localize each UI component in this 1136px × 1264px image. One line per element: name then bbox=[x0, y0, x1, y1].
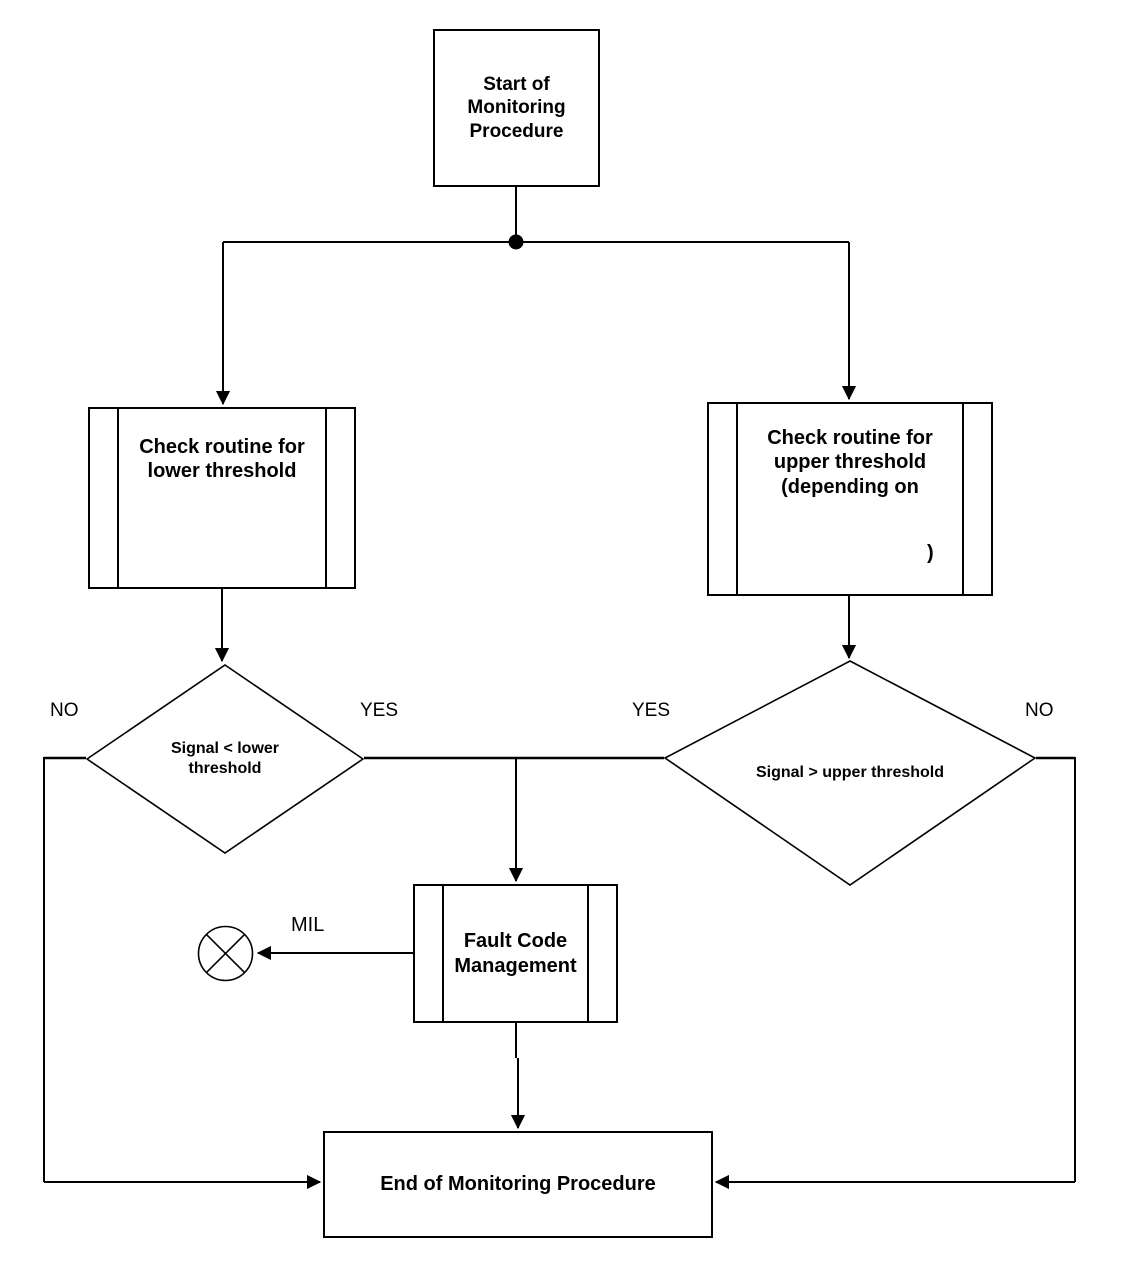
edge-label-mil: MIL bbox=[291, 914, 325, 936]
predefined-rail-right bbox=[587, 886, 589, 1021]
node-check-routine-lower-threshold: Check routine for lower threshold bbox=[88, 407, 356, 589]
predefined-rail-left bbox=[117, 409, 119, 587]
predefined-rail-left bbox=[736, 404, 738, 594]
junction-dot bbox=[508, 234, 524, 250]
decision-signal-below-lower-threshold: Signal < lower threshold bbox=[86, 664, 364, 854]
predefined-rail-right bbox=[962, 404, 964, 594]
edge-label-no-right: NO bbox=[1025, 700, 1054, 721]
decision-upper-label: Signal > upper threshold bbox=[755, 764, 945, 781]
diamond-outline bbox=[664, 660, 1036, 886]
node-check-upper-tail: ) bbox=[927, 542, 934, 564]
mil-lamp-icon bbox=[197, 925, 254, 982]
node-fault-code-label: Fault Code Management bbox=[454, 930, 577, 977]
node-check-upper-label: Check routine for upper threshold (depen… bbox=[767, 427, 933, 498]
node-check-lower-label: Check routine for lower threshold bbox=[139, 436, 305, 483]
predefined-rail-left bbox=[442, 886, 444, 1021]
predefined-rail-right bbox=[325, 409, 327, 587]
node-check-routine-upper-threshold: Check routine for upper threshold (depen… bbox=[707, 402, 993, 596]
node-end-of-monitoring-procedure: End of Monitoring Procedure bbox=[323, 1131, 713, 1238]
node-fault-code-management: Fault Code Management bbox=[413, 884, 618, 1023]
node-end-label: End of Monitoring Procedure bbox=[380, 1173, 656, 1196]
edge-label-yes-right: YES bbox=[632, 700, 671, 721]
edge-label-no-left: NO bbox=[50, 700, 79, 721]
node-start-label: Start of Monitoring Procedure bbox=[467, 74, 566, 142]
decision-lower-label: Signal < lower threshold bbox=[170, 740, 280, 777]
edge-label-yes-left: YES bbox=[360, 700, 399, 721]
node-start-of-monitoring-procedure: Start of Monitoring Procedure bbox=[433, 29, 600, 187]
decision-signal-above-upper-threshold: Signal > upper threshold bbox=[664, 660, 1036, 886]
diamond-outline bbox=[86, 664, 364, 854]
